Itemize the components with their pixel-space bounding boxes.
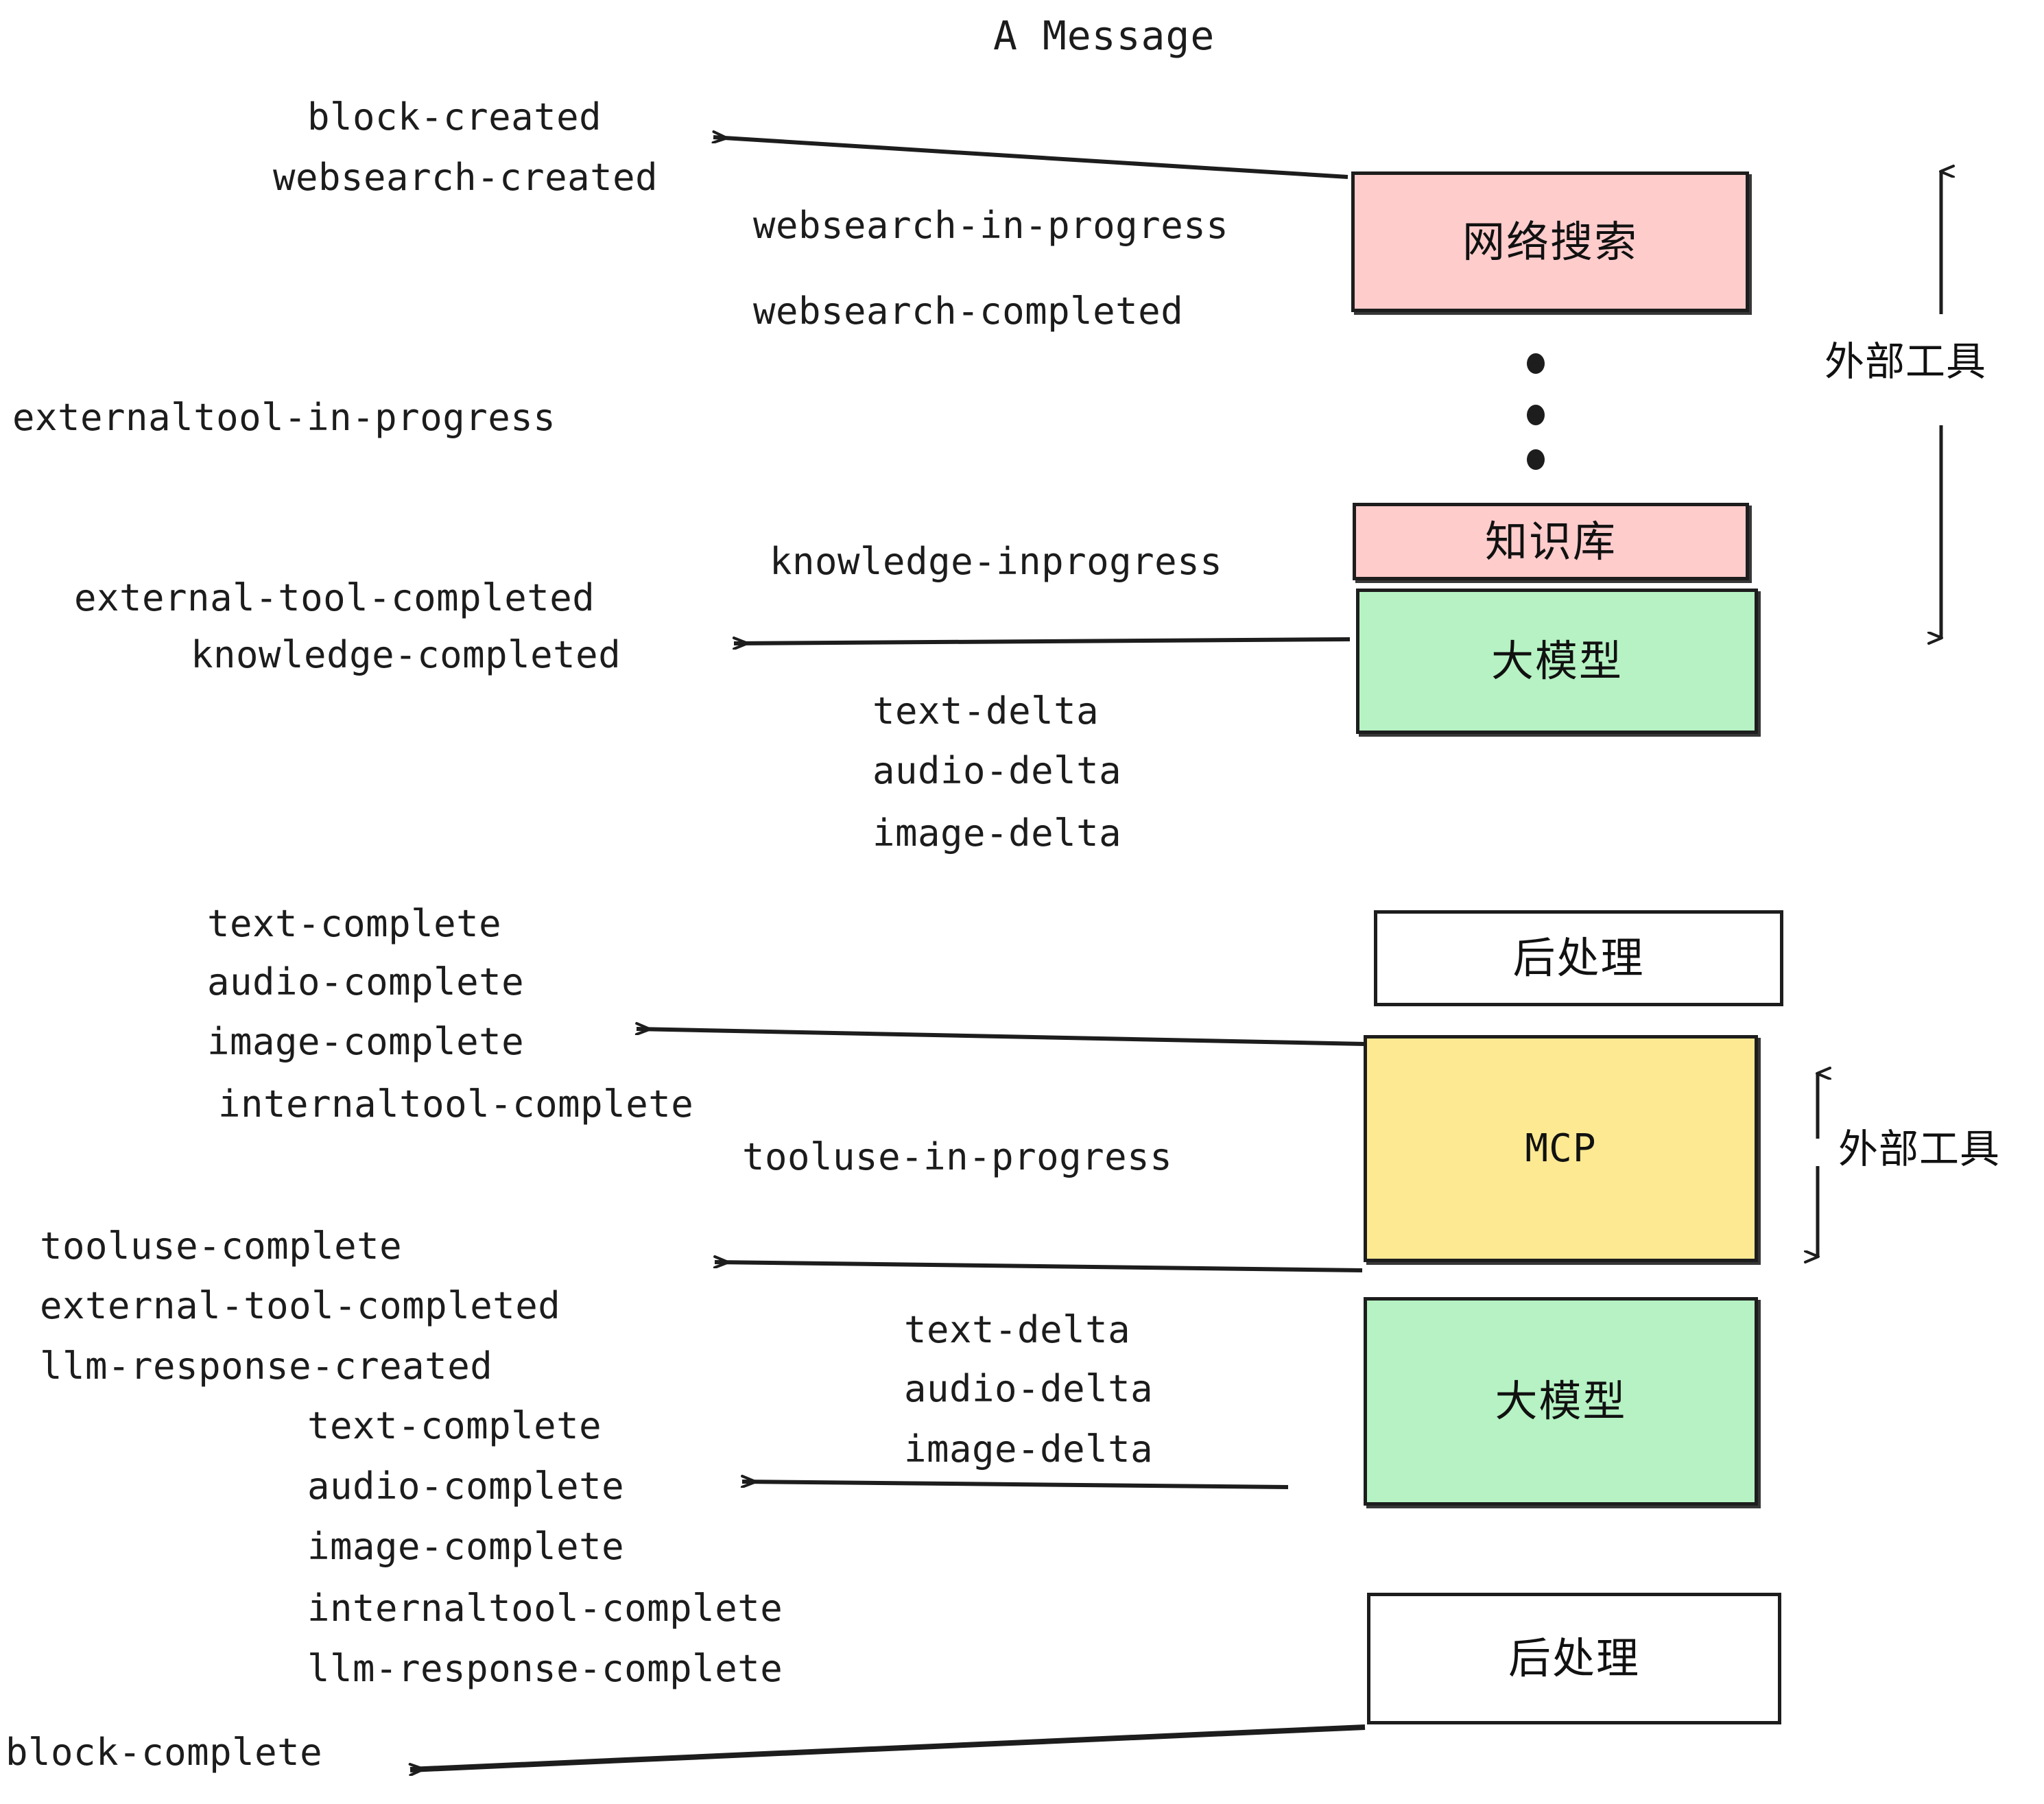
box-llm-2-label: 大模型 [1495, 1376, 1627, 1426]
box-postprocess-2: 后处理 [1367, 1593, 1781, 1724]
event-audio-complete-2: audio-complete [307, 1464, 625, 1508]
event-audio-complete-1: audio-complete [207, 960, 525, 1004]
event-text-delta-1: text-delta [872, 689, 1100, 733]
diagram-title: A Message [993, 12, 1215, 59]
box-knowledge-label: 知识库 [1484, 516, 1617, 567]
ellipsis-dot-3 [1527, 449, 1545, 470]
event-websearch-in-progress: websearch-in-progress [753, 204, 1229, 247]
event-external-tool-completed-2: external-tool-completed [40, 1284, 561, 1327]
box-llm-1-label: 大模型 [1490, 636, 1623, 686]
event-llm-response-complete: llm-response-complete [307, 1647, 783, 1690]
arrow-mcp-to-tooluse-complete [715, 1262, 1363, 1272]
event-image-delta-2: image-delta [904, 1427, 1154, 1471]
box-knowledge: 知识库 [1353, 503, 1749, 580]
event-websearch-completed: websearch-completed [753, 289, 1184, 333]
event-externaltool-in-progress: externaltool-in-progress [12, 396, 556, 439]
box-postprocess-1-label: 后处理 [1512, 933, 1645, 983]
arrow-llm2-to-audio-complete [742, 1482, 1289, 1489]
box-mcp: MCP [1364, 1035, 1758, 1262]
event-audio-delta-2: audio-delta [904, 1367, 1154, 1410]
ellipsis-dot-1 [1527, 353, 1545, 374]
event-websearch-created: websearch-created [273, 156, 658, 199]
arrow-websearch-to-block-created [713, 137, 1348, 179]
event-tooluse-complete: tooluse-complete [40, 1224, 403, 1268]
box-websearch: 网络搜索 [1351, 171, 1749, 312]
event-knowledge-completed: knowledge-completed [191, 633, 621, 676]
box-postprocess-2-label: 后处理 [1508, 1633, 1640, 1683]
event-tooluse-in-progress: tooluse-in-progress [742, 1135, 1173, 1178]
box-mcp-label: MCP [1525, 1126, 1597, 1171]
event-internaltool-complete-2: internaltool-complete [307, 1587, 783, 1630]
side-label-external-tools-bottom: 外部工具 [1838, 1126, 2001, 1172]
box-llm-2: 大模型 [1364, 1297, 1758, 1506]
arrow-mcp-to-image-complete [637, 1029, 1366, 1046]
event-internaltool-complete-1: internaltool-complete [218, 1082, 694, 1126]
box-llm-1: 大模型 [1356, 589, 1758, 734]
event-block-complete: block-complete [5, 1731, 323, 1774]
event-llm-response-created: llm-response-created [40, 1344, 493, 1388]
side-label-external-tools-top: 外部工具 [1825, 338, 1987, 385]
event-image-delta-1: image-delta [872, 811, 1122, 855]
arrow-postprocess-to-block-complete [410, 1724, 1366, 1770]
ellipsis-dot-2 [1527, 405, 1545, 425]
event-knowledge-inprogress: knowledge-inprogress [770, 540, 1223, 583]
box-postprocess-1: 后处理 [1374, 910, 1783, 1006]
event-image-complete-1: image-complete [207, 1020, 525, 1063]
event-text-complete-2: text-complete [307, 1404, 602, 1447]
box-websearch-label: 网络搜索 [1462, 216, 1638, 267]
event-external-tool-completed-1: external-tool-completed [74, 576, 595, 619]
arrow-knowledge-to-completed [734, 639, 1351, 643]
event-audio-delta-1: audio-delta [872, 749, 1122, 792]
event-image-complete-2: image-complete [307, 1525, 625, 1568]
event-text-complete-1: text-complete [207, 902, 502, 945]
event-text-delta-2: text-delta [904, 1308, 1131, 1351]
event-block-created: block-created [307, 95, 602, 139]
